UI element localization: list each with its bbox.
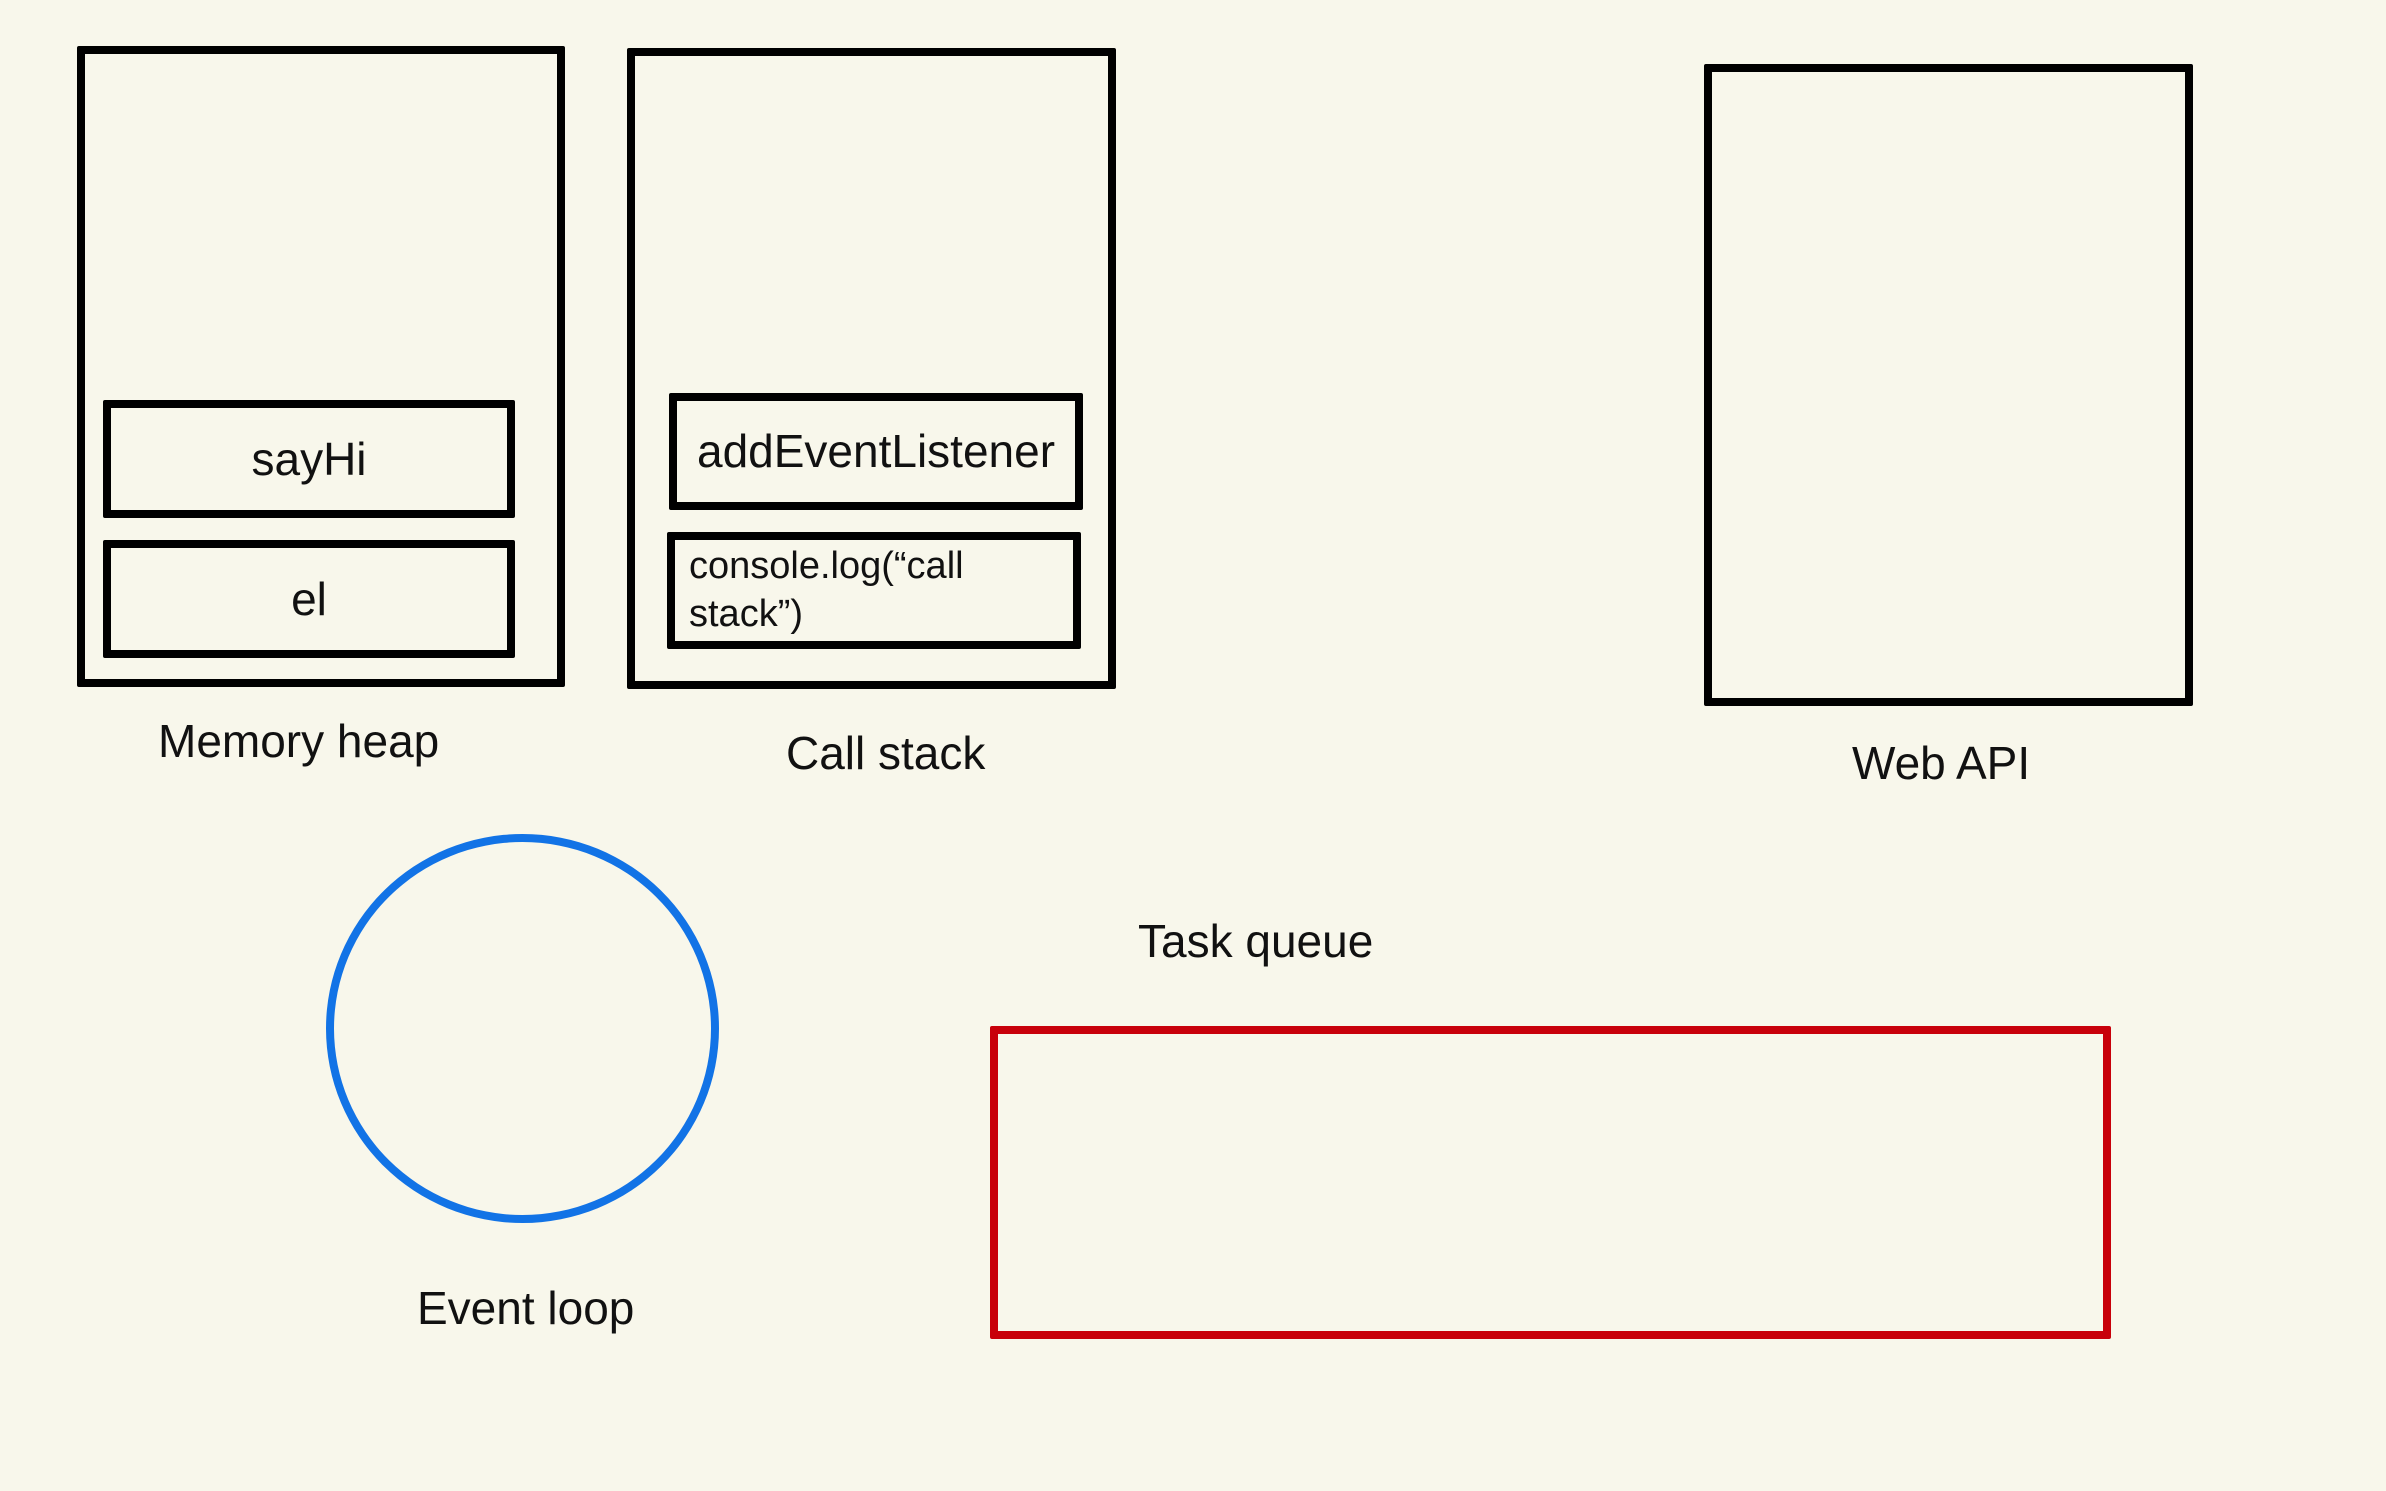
event-loop-label: Event loop [417,1282,635,1334]
call-stack-label: Call stack [786,727,986,779]
event-loop-circle [326,834,719,1223]
call-stack-box [627,48,1116,689]
web-api-label: Web API [1852,737,2031,789]
task-queue-box [990,1026,2111,1339]
memory-heap-box [77,46,565,687]
call-stack-item-addeventlistener: addEventListener [669,393,1083,510]
memory-heap-item-el: el [103,540,515,658]
task-queue-label: Task queue [1138,915,1374,967]
memory-heap-label: Memory heap [158,715,440,767]
call-stack-item-console-log: console.log(“call stack”) [667,532,1081,649]
memory-heap-item-sayhi: sayHi [103,400,515,518]
web-api-box [1704,64,2193,706]
